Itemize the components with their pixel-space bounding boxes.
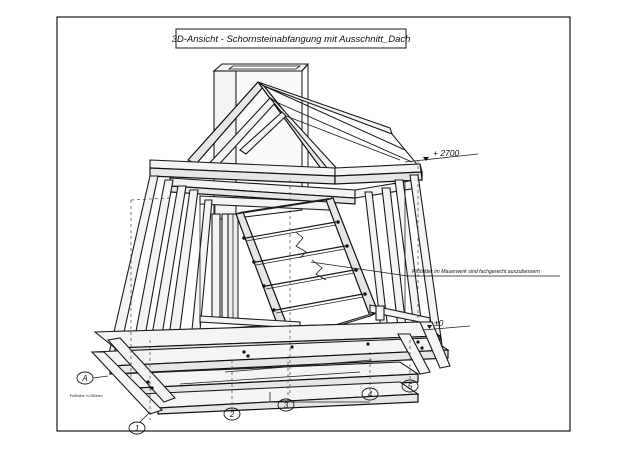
- axis-marker-1: 1: [128, 411, 151, 435]
- base-sills: [90, 321, 451, 415]
- annotation-text: Rißbilder im Mauerwerk sind fachgerecht …: [412, 269, 540, 275]
- axis-markers: A 1 2 3 4 5: [76, 371, 419, 435]
- level-zero-label: ±0: [434, 318, 444, 328]
- left-posts: [107, 175, 216, 376]
- axis-label-3: 3: [284, 401, 289, 410]
- axis-label-1: 1: [135, 424, 139, 433]
- level-top-label: + 2700: [433, 148, 460, 158]
- axis-label-2: 2: [229, 410, 235, 419]
- crack-annotation: Rißbilder im Mauerwerk sind fachgerecht …: [310, 261, 560, 277]
- roof-rafters: [187, 81, 421, 175]
- axis-label-5: 5: [408, 382, 413, 391]
- axis-marker-3: 3: [269, 392, 370, 412]
- construction-lines: [130, 160, 419, 420]
- level-marker-zero: ±0: [422, 318, 471, 331]
- right-posts: [364, 174, 443, 351]
- axis-marker-4: 4: [361, 387, 379, 401]
- level-marker-top: + 2700: [404, 148, 479, 163]
- drawing-title: 3D-Ansicht - Schornsteinabfangung mit Au…: [172, 34, 411, 45]
- drawing-frame: [56, 16, 571, 432]
- title-box: [175, 28, 407, 49]
- foot-height-note: Fußhöhe: h=350mm: [70, 394, 102, 398]
- axis-marker-2: 2: [223, 407, 241, 421]
- axis-label-4: 4: [368, 390, 373, 399]
- inner-supports: [211, 213, 239, 323]
- axis-marker-5: 5: [401, 379, 419, 393]
- axis-label-A: A: [81, 374, 87, 383]
- axis-marker-A: A: [76, 371, 109, 385]
